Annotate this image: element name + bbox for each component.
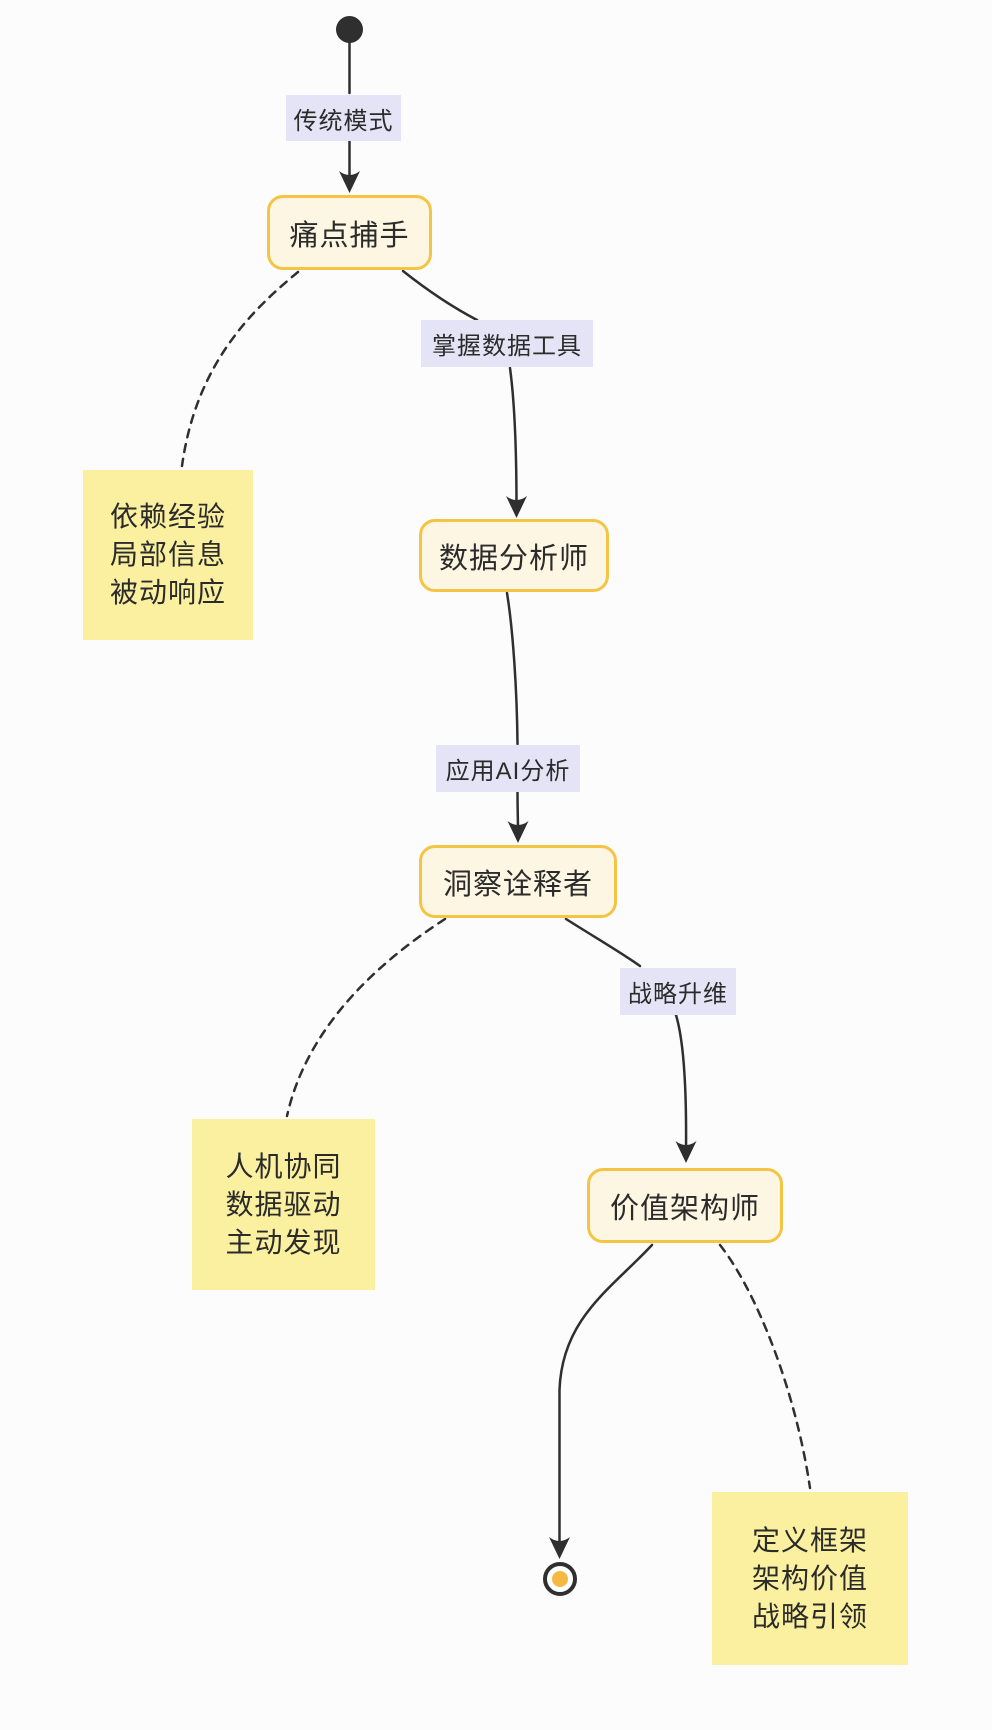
edge-value-architect-to-note	[718, 1243, 812, 1490]
note-line: 数据驱动	[225, 1188, 342, 1220]
state-data-analyst: 数据分析师	[419, 519, 609, 592]
note-line: 架构价值	[751, 1562, 868, 1594]
arrowhead-into-data-analyst	[506, 496, 527, 518]
note-line: 定义框架	[751, 1524, 868, 1556]
edge-label-strategy-upgrade: 战略升维	[620, 968, 736, 1015]
note-line: 主动发现	[225, 1226, 342, 1258]
state-insight-interpreter: 洞察诠释者	[419, 845, 617, 918]
arrowhead-into-insight-interpreter	[507, 821, 529, 843]
edge-label-to-data-analyst	[508, 366, 518, 509]
note-line: 局部信息	[109, 539, 226, 570]
note-insight-interpreter: 人机协同 数据驱动 主动发现	[192, 1119, 375, 1290]
note-value-architect: 定义框架 架构价值 战略引领	[712, 1492, 908, 1665]
edge-label-to-value-architect	[674, 1013, 688, 1152]
final-state-icon	[543, 1562, 577, 1596]
edge-insight-interpreter-to-note	[285, 917, 447, 1118]
state-pain-catcher: 痛点捕手	[267, 195, 432, 270]
note-line: 战略引领	[751, 1600, 868, 1632]
edge-insight-interpreter-to-label	[564, 917, 642, 968]
final-state-dot	[552, 1571, 568, 1587]
note-line: 人机协同	[225, 1150, 342, 1182]
note-line: 依赖经验	[109, 501, 226, 532]
state-value-architect: 价值架构师	[587, 1168, 783, 1243]
arrowhead-into-end	[549, 1537, 570, 1559]
arrowhead-into-value-architect	[675, 1141, 697, 1163]
edge-pain-catcher-to-label	[401, 269, 479, 322]
note-line: 被动响应	[109, 577, 226, 608]
edge-data-analyst-to-label	[505, 591, 519, 746]
initial-state-icon	[336, 16, 363, 43]
note-pain-catcher: 依赖经验 局部信息 被动响应	[83, 470, 253, 640]
edge-pain-catcher-to-note	[180, 270, 300, 468]
arrowhead-into-pain-catcher	[339, 171, 360, 193]
edge-label-traditional-mode: 传统模式	[286, 95, 401, 141]
edge-value-architect-to-end	[558, 1243, 654, 1549]
edge-label-master-data-tools: 掌握数据工具	[421, 320, 593, 367]
edge-label-apply-ai-analysis: 应用AI分析	[436, 745, 580, 792]
